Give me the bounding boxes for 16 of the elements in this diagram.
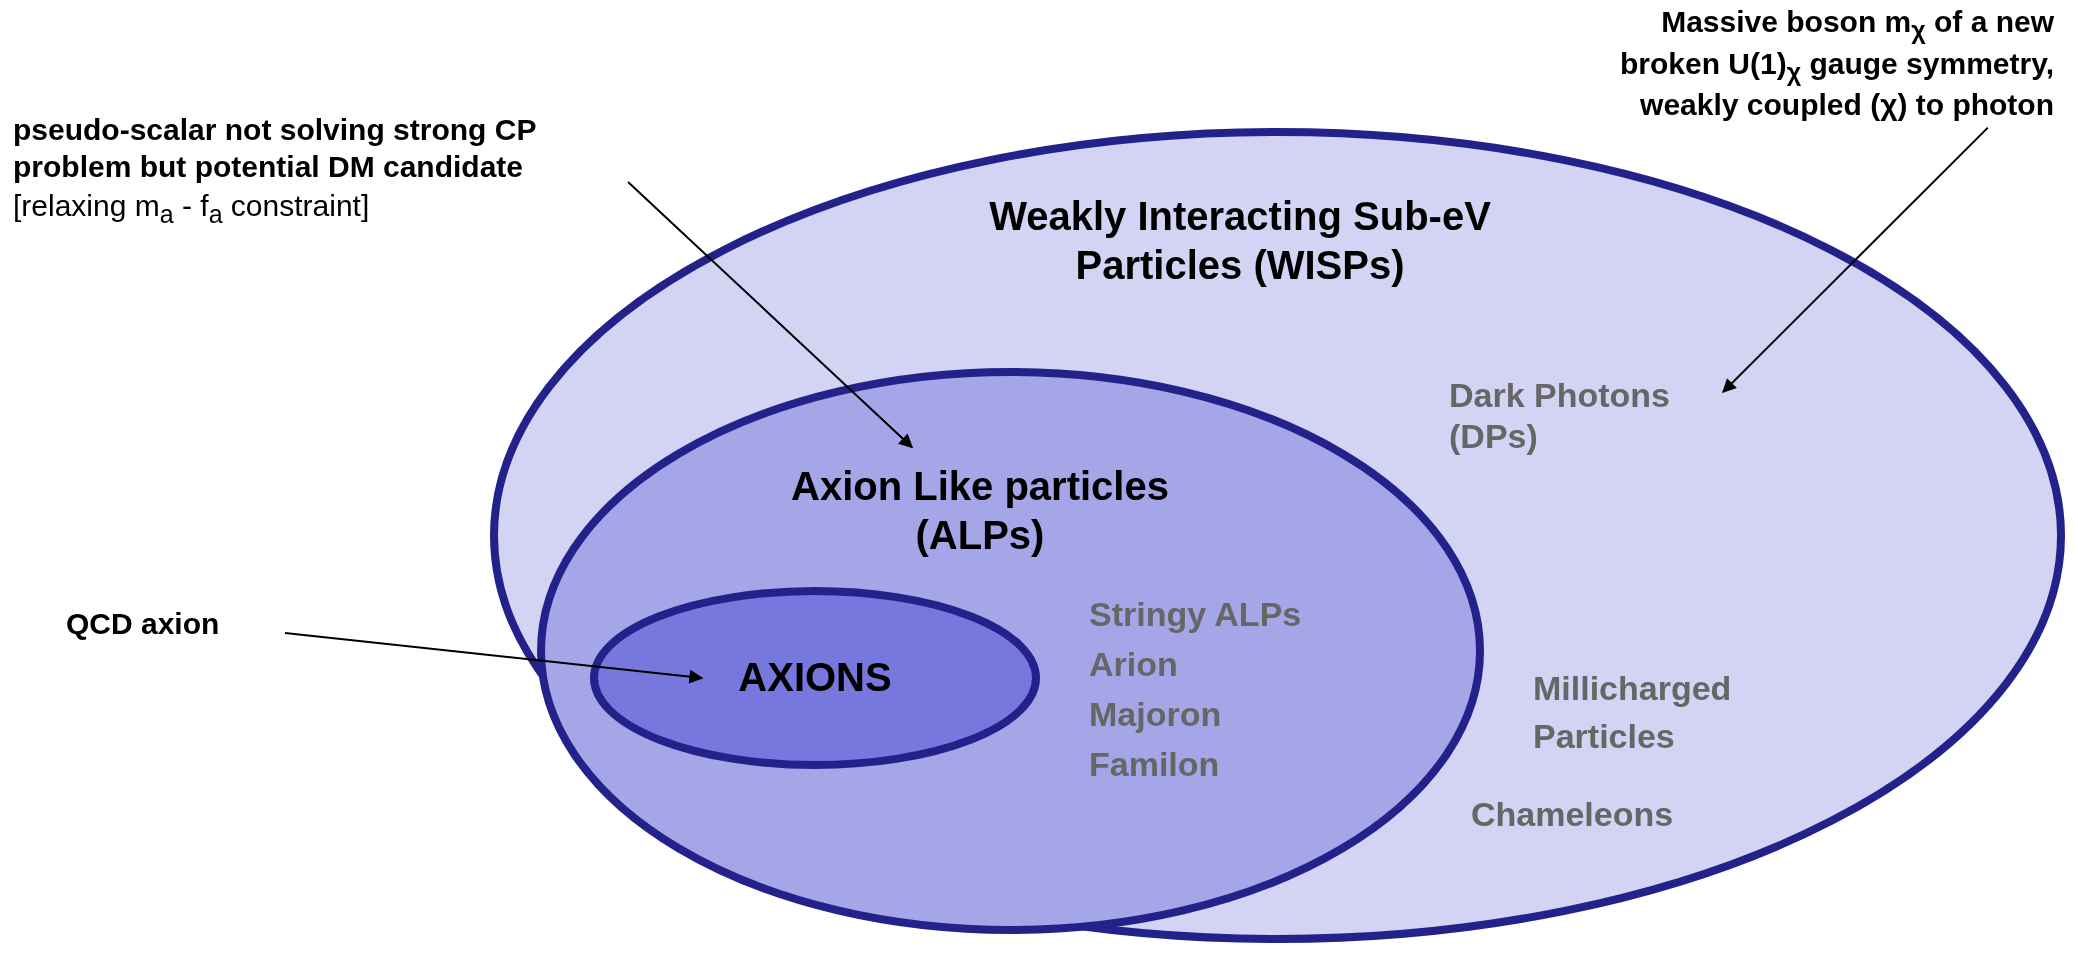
particle-name: Stringy ALPs [1089, 594, 1303, 635]
ellipse-heading: AXIONS [737, 654, 893, 701]
particle-name: Majoron [1089, 694, 1223, 735]
particle-name: Dark Photons (DPs) [1449, 375, 1672, 458]
annotation-text: QCD axion [66, 606, 221, 642]
arrow [1722, 126, 1989, 393]
particle-name: Arion [1089, 644, 1179, 685]
particle-name: Familon [1089, 744, 1221, 785]
ellipse-heading: Axion Like particles (ALPs) [790, 463, 1170, 559]
particle-name: Chameleons [1471, 794, 1675, 835]
annotation-note: [relaxing m$_{a}$ - f$_{a}$ constraint] [13, 188, 371, 230]
arrow [284, 632, 704, 684]
annotation-text: Massive boson m$_{χ}$ of a new broken U(1)$_{χ}$ gauge symmetry, weakly coupled (χ) to photon [1619, 4, 2054, 123]
arrow [627, 181, 914, 449]
particle-name: Millicharged Particles [1533, 668, 1733, 758]
ellipse-heading: Weakly Interacting Sub-eV Particles (WISPs) [988, 193, 1492, 289]
